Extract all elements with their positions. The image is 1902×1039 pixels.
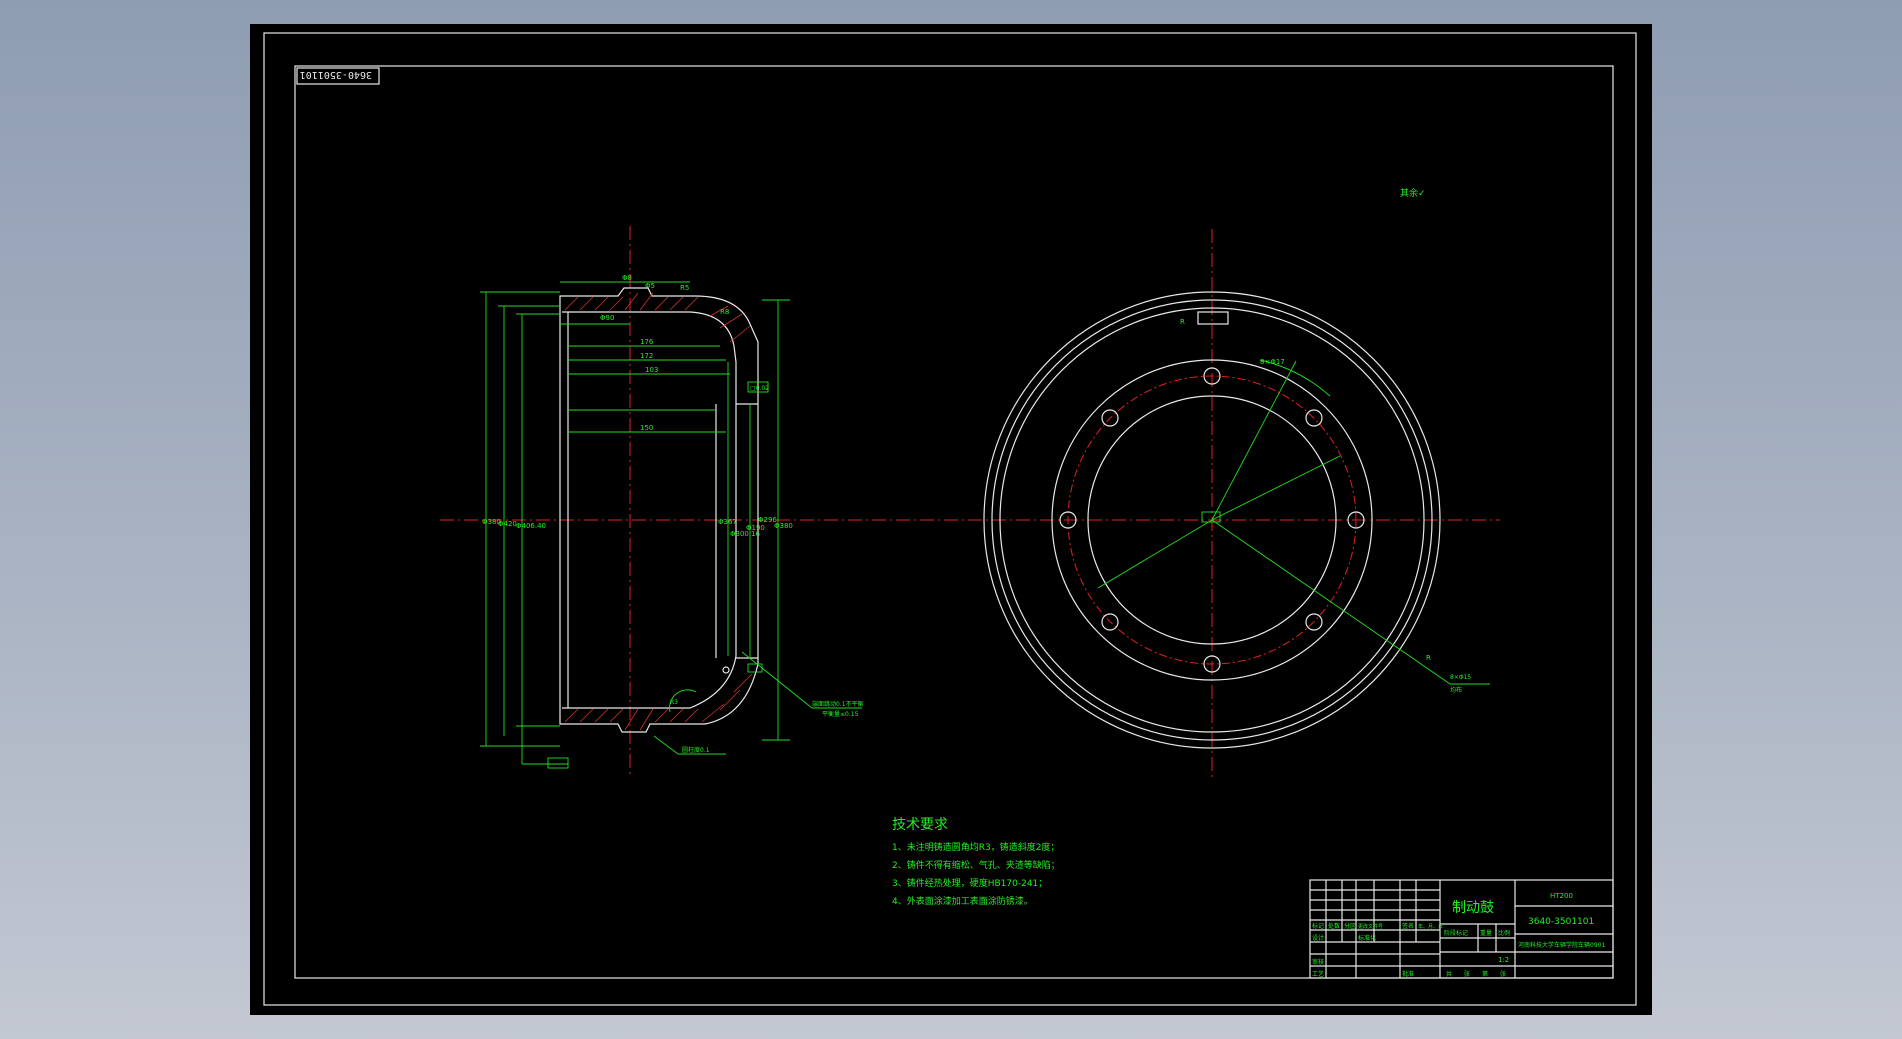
dim-label-90: Φ90 [600, 314, 614, 322]
bolt-hole [1347, 511, 1365, 529]
dim-label-103: 103 [645, 366, 658, 374]
center-label-box [1201, 511, 1221, 523]
dim-label-367: Φ367 [718, 518, 737, 526]
tb-label-sheets: 张 [1464, 970, 1470, 978]
bolt-hole [1101, 613, 1119, 631]
rim-circle-3 [999, 307, 1425, 733]
cylindricity-note: 圆柱度0.1 [682, 746, 710, 754]
dim-label-296: Φ296 [758, 516, 777, 524]
runout-note: 端面跳动0.1不平衡 [812, 700, 864, 708]
part-number-stamp: 3640-3501101 [300, 69, 372, 80]
dim-label-r8: R8 [720, 308, 729, 316]
bolt-hole-label: 8×Φ17 [1260, 358, 1285, 366]
balance-slot [1197, 311, 1229, 325]
material-label: HT200 [1550, 892, 1573, 900]
dim-label-172: 172 [640, 352, 653, 360]
dim-label-380: Φ380 [774, 522, 793, 530]
tb-label-no: 第 [1482, 970, 1488, 978]
radial-leader-2 [1211, 455, 1341, 521]
angle-arc [1259, 359, 1331, 397]
tolerance-box-1 [747, 381, 769, 393]
section-hatch-bottom [564, 673, 753, 731]
bolt-circle [1067, 375, 1357, 665]
drum-inner-profile [562, 311, 737, 709]
cad-drawing-viewport[interactable]: 3640-3501101 其余✓ [250, 24, 1652, 1015]
center-bore-circle [1087, 395, 1337, 645]
tb-label-sign: 签名 [1402, 922, 1414, 930]
radial-leader-1 [1211, 360, 1297, 521]
tech-req-4: 4、外表面涂漆加工表面涂防锈漆。 [892, 895, 1033, 907]
section-hatch-top [564, 292, 751, 343]
drawing-number: 3640-3501101 [1528, 917, 1594, 927]
part-number-stamp-box [296, 67, 380, 85]
tb-label-stage: 阶段标记 [1444, 929, 1468, 937]
dim-label-3: Φ406.40 [516, 522, 546, 530]
tb-label-date: 年、月、日 [1418, 923, 1443, 930]
tb-label-change: 更改文件号 [1358, 923, 1383, 930]
bolt-hole [1305, 409, 1323, 427]
radial-leader-3 [1211, 519, 1451, 685]
dim-label-1: Φ380 [482, 518, 501, 526]
datum-box [547, 757, 569, 769]
dim-label-phi8: Φ8 [622, 274, 632, 282]
tb-label-sheet: 张 [1500, 970, 1506, 978]
bolt-hole [1059, 511, 1077, 529]
tb-label-count: 处数 [1328, 922, 1340, 930]
dim-label-150: 150 [640, 424, 653, 432]
bolt-holes [1059, 367, 1365, 673]
bolt-hole [1101, 409, 1119, 427]
tech-req-3: 3、铸件经热处理，硬度HB170-241； [892, 877, 1047, 889]
uniform-label: 均布 [1450, 686, 1462, 694]
tb-label-total: 共 [1446, 970, 1452, 978]
balance-note: 平衡量≤0.15 [822, 710, 859, 718]
tech-req-2: 2、铸件不得有缩松、气孔、夹渣等缺陷； [892, 859, 1060, 871]
tb-label-mark: 标记 [1312, 922, 1324, 930]
inner-drawing-frame [294, 65, 1614, 979]
front-view: R 8×Φ17 8×Φ15 均布 R [920, 229, 1500, 779]
fillet-note: R3 [670, 699, 678, 706]
tb-label-weight: 重量 [1480, 929, 1492, 937]
dim-label-190: Φ190 [746, 524, 765, 532]
tb-label-approve: 批准 [1402, 970, 1414, 978]
institution-label: 河南科技大学车辆学院车辆0901 [1518, 941, 1605, 949]
tb-label-std: 标准化 [1358, 934, 1376, 942]
tech-req-1: 1、未注明铸造圆角均R3，铸造斜度2度； [892, 841, 1059, 853]
bolt-hole [1203, 367, 1221, 385]
tolerance-note: □0.02 [750, 385, 769, 392]
cad-drawing: 3640-3501101 其余✓ [263, 32, 1637, 1006]
outer-rim-circle [983, 291, 1441, 749]
dim-label-r5: R5 [680, 284, 689, 292]
dim-label-phi5: Φ5 [645, 282, 655, 290]
tech-requirements: 技术要求 1、未注明铸造圆角均R3，铸造斜度2度； 2、铸件不得有缩松、气孔、夹… [892, 817, 1060, 907]
bolt-hole [1203, 655, 1221, 673]
slot-label: R [1180, 318, 1185, 326]
tb-label-scale: 比例 [1498, 929, 1510, 937]
mounting-face-circle [1051, 359, 1373, 681]
section-view: Φ380 Φ420 Φ406.40 176 172 103 150 Φ90 Φ8… [440, 226, 1010, 776]
rim-circle-2 [991, 299, 1433, 741]
dim-label-176: 176 [640, 338, 654, 346]
dim-label-2: Φ420 [498, 520, 517, 528]
roughness-note: 其余✓ [1400, 187, 1426, 199]
title-block: 制动鼓 HT200 3640-3501101 河南科技大学车辆学院车辆0901 … [1309, 879, 1614, 979]
tb-label-design: 设计 [1312, 934, 1324, 942]
title-chinese: 制动鼓 [1452, 900, 1494, 916]
outer-sheet-border [263, 32, 1637, 1006]
scale-label: 1:2 [1498, 956, 1509, 964]
radius-label: R [1426, 654, 1431, 662]
tb-label-zone: 分区 [1344, 922, 1356, 930]
tb-label-process: 工艺 [1312, 970, 1324, 978]
tech-requirements-title: 技术要求 [892, 817, 948, 833]
hole-pattern-label: 8×Φ15 [1450, 674, 1471, 681]
dim-label-300: Φ300.16 [730, 530, 761, 538]
bolt-hole [1305, 613, 1323, 631]
tb-label-review: 审核 [1312, 958, 1324, 966]
